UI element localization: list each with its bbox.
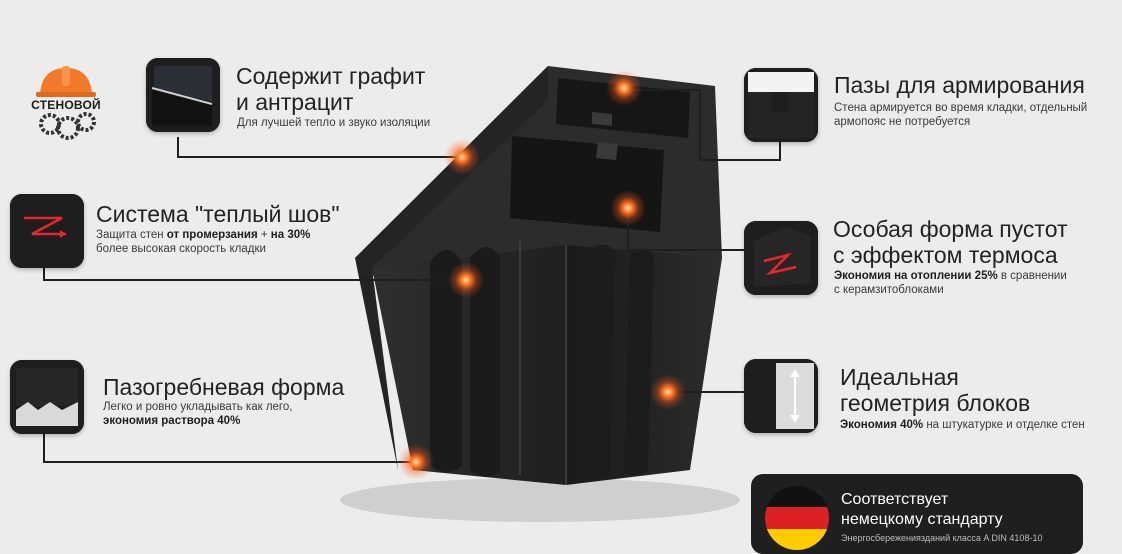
side-groove-2	[624, 248, 654, 476]
thermos-title-line2: с эффектом термоса	[833, 242, 1058, 268]
rebar-groove-icon	[744, 68, 818, 142]
leader-rebar	[624, 89, 781, 161]
german-standard-card: Соответствует немецкому стандарту Энерго…	[751, 474, 1083, 554]
warm-seam-icon	[10, 194, 84, 268]
front-groove-1	[430, 250, 462, 473]
glow-point-graphite	[444, 139, 480, 175]
graphite-title-line2: и антрацит	[236, 89, 354, 115]
geometry-icon	[744, 359, 818, 433]
infographic: СТЕНОВОЙ Содержит графит и антрацит Для …	[10, 58, 1088, 554]
cavity-rib-2	[596, 142, 618, 160]
block-long-face	[355, 66, 548, 470]
thermos-cavity-icon	[744, 221, 818, 295]
leader-graphite	[177, 137, 462, 158]
floor-shadow	[340, 478, 740, 522]
leader-tongue	[43, 432, 416, 463]
rebar-description-line2: армопояс не потребуется	[834, 116, 971, 128]
thermos-title-line1: Особая форма пустот	[833, 216, 1068, 242]
glow-point-thermos	[610, 190, 646, 226]
geometry-title-line1: Идеальная	[840, 364, 959, 390]
tongue-groove-description-line1: Легко и ровно укладывать как лего,	[103, 401, 293, 413]
standard-title-line2: немецкому стандарту	[841, 511, 1003, 528]
warm-seam-title: Система "теплый шов"	[96, 201, 340, 227]
glow-point-geometry	[650, 374, 686, 410]
thermos-description-line2: с керамзитоблоками	[834, 284, 944, 296]
standard-subtitle: Энергосбережениязданий класса A DIN 4108…	[841, 533, 1043, 543]
graphite-sample-icon	[146, 58, 220, 132]
tongue-groove-description-line2: экономия раствора 40%	[103, 415, 241, 427]
glow-point-tongue	[398, 444, 434, 480]
logo-text: СТЕНОВОЙ	[31, 98, 101, 112]
brand-logo: СТЕНОВОЙ	[22, 58, 110, 148]
front-groove-2	[470, 247, 500, 477]
rebar-description-line1: Стена армируется во время кладки, отдель…	[834, 102, 1088, 114]
graphite-description: Для лучшей тепло и звуко изоляции	[237, 117, 431, 129]
flag-stripe-gold	[765, 528, 829, 550]
glow-point-rebar	[606, 70, 642, 106]
flag-stripe-black	[765, 486, 829, 508]
graphite-title-line1: Содержит графит	[236, 63, 426, 89]
rebar-title: Пазы для армирования	[834, 72, 1085, 98]
glow-points	[398, 70, 686, 480]
geometry-title-line2: геометрия блоков	[840, 390, 1031, 416]
cavity-1	[556, 78, 690, 138]
cavity-rib-1	[592, 112, 612, 126]
glow-point-warm-seam	[448, 262, 484, 298]
thermos-description-line1: Экономия на отоплении 25% в сравнении	[834, 270, 1067, 282]
tongue-groove-title: Пазогребневая форма	[103, 374, 345, 400]
hardhat-gears-icon	[36, 66, 96, 140]
german-flag-icon	[765, 486, 829, 550]
block-front-face	[372, 245, 566, 485]
geometry-description: Экономия 40% на штукатурке и отделке сте…	[840, 419, 1085, 431]
tongue-groove-icon	[10, 360, 84, 434]
warm-seam-description-line2: более высокая скорость кладки	[96, 243, 266, 255]
standard-title-line1: Соответствует	[841, 491, 949, 508]
warm-seam-description-line1: Защита стен от промерзания + на 30%	[96, 229, 311, 241]
flag-stripe-red	[765, 507, 829, 529]
side-groove-1	[586, 244, 615, 479]
